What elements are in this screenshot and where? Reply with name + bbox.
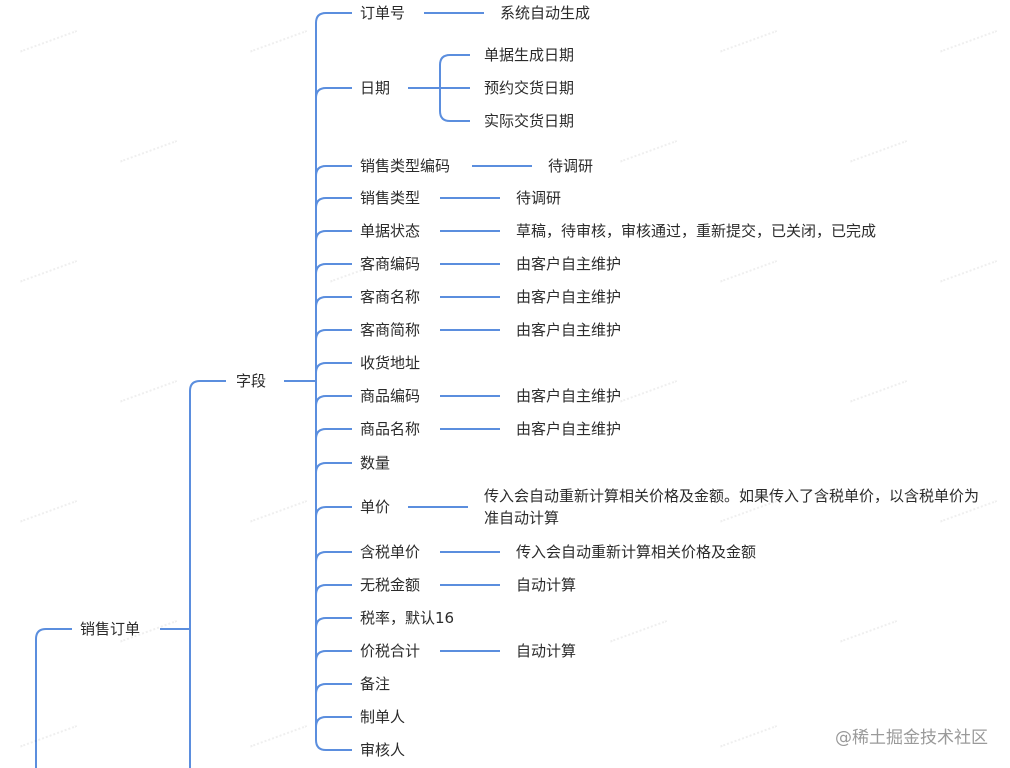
field-label: 订单号: [360, 4, 406, 22]
field-branch-17: [315, 683, 352, 695]
field-label: 商品编码: [360, 387, 421, 405]
field-branch-3: [315, 197, 352, 209]
root-node: 销售订单: [80, 620, 141, 638]
field-branch-18: [315, 716, 352, 728]
field-note: 待调研: [516, 189, 562, 207]
field-note: 由客户自主维护: [516, 255, 622, 273]
field-label: 日期: [360, 79, 391, 97]
field-note: 自动计算: [516, 576, 577, 594]
field-branch-16: [315, 650, 352, 662]
fields-node: 字段: [236, 372, 267, 390]
field-note: 传入会自动重新计算相关价格及金额: [516, 543, 757, 561]
field-note: 由客户自主维护: [516, 288, 622, 306]
field-label: 销售类型: [360, 189, 421, 207]
date-child-label: 预约交货日期: [484, 79, 575, 97]
field-note: 系统自动生成: [500, 4, 591, 22]
fields-trunk: [315, 12, 352, 751]
field-branch-9: [315, 395, 352, 407]
field-branch-2: [315, 165, 352, 177]
field-branch-10: [315, 428, 352, 440]
field-branch-6: [315, 296, 352, 308]
field-label: 无税金额: [360, 576, 421, 594]
field-branch-14: [315, 584, 352, 596]
field-label: 制单人: [360, 708, 406, 726]
field-branch-8: [315, 362, 352, 374]
field-branch-15: [315, 617, 352, 629]
field-branch-4: [315, 230, 352, 242]
field-label: 销售类型编码: [360, 157, 451, 175]
field-label: 税率，默认16: [360, 609, 455, 627]
root-connector: [35, 628, 72, 768]
site-watermark: @稀土掘金技术社区: [835, 728, 988, 748]
field-note: 由客户自主维护: [516, 420, 622, 438]
field-label: 客商名称: [360, 288, 421, 306]
field-note: 由客户自主维护: [516, 321, 622, 339]
field-note: 传入会自动重新计算相关价格及金额。如果传入了含税单价，以含税单价为准自动计算: [484, 487, 980, 527]
field-branch-5: [315, 263, 352, 275]
field-label: 单价: [360, 498, 391, 516]
field-branch-7: [315, 329, 352, 341]
field-branch-11: [315, 462, 352, 474]
field-branch-13: [315, 551, 352, 563]
field-label: 商品名称: [360, 420, 421, 438]
field-label: 含税单价: [360, 543, 421, 561]
field-label: 客商简称: [360, 321, 421, 339]
field-note: 待调研: [548, 157, 594, 175]
field-branch-1: [315, 87, 352, 99]
date-child-label: 单据生成日期: [484, 46, 575, 64]
field-label: 客商编码: [360, 255, 421, 273]
date-children-connector: [439, 54, 470, 122]
field-label: 数量: [360, 454, 391, 472]
field-label: 价税合计: [360, 642, 421, 660]
field-branch-12: [315, 506, 352, 518]
field-note: 自动计算: [516, 642, 577, 660]
date-child-label: 实际交货日期: [484, 112, 575, 130]
fields-connector: [189, 380, 226, 768]
field-label: 备注: [360, 675, 391, 693]
field-label: 审核人: [360, 741, 406, 759]
field-note: 草稿，待审核，审核通过，重新提交，已关闭，已完成: [516, 222, 877, 240]
field-label: 单据状态: [360, 222, 421, 240]
field-note: 由客户自主维护: [516, 387, 622, 405]
field-label: 收货地址: [360, 354, 421, 372]
